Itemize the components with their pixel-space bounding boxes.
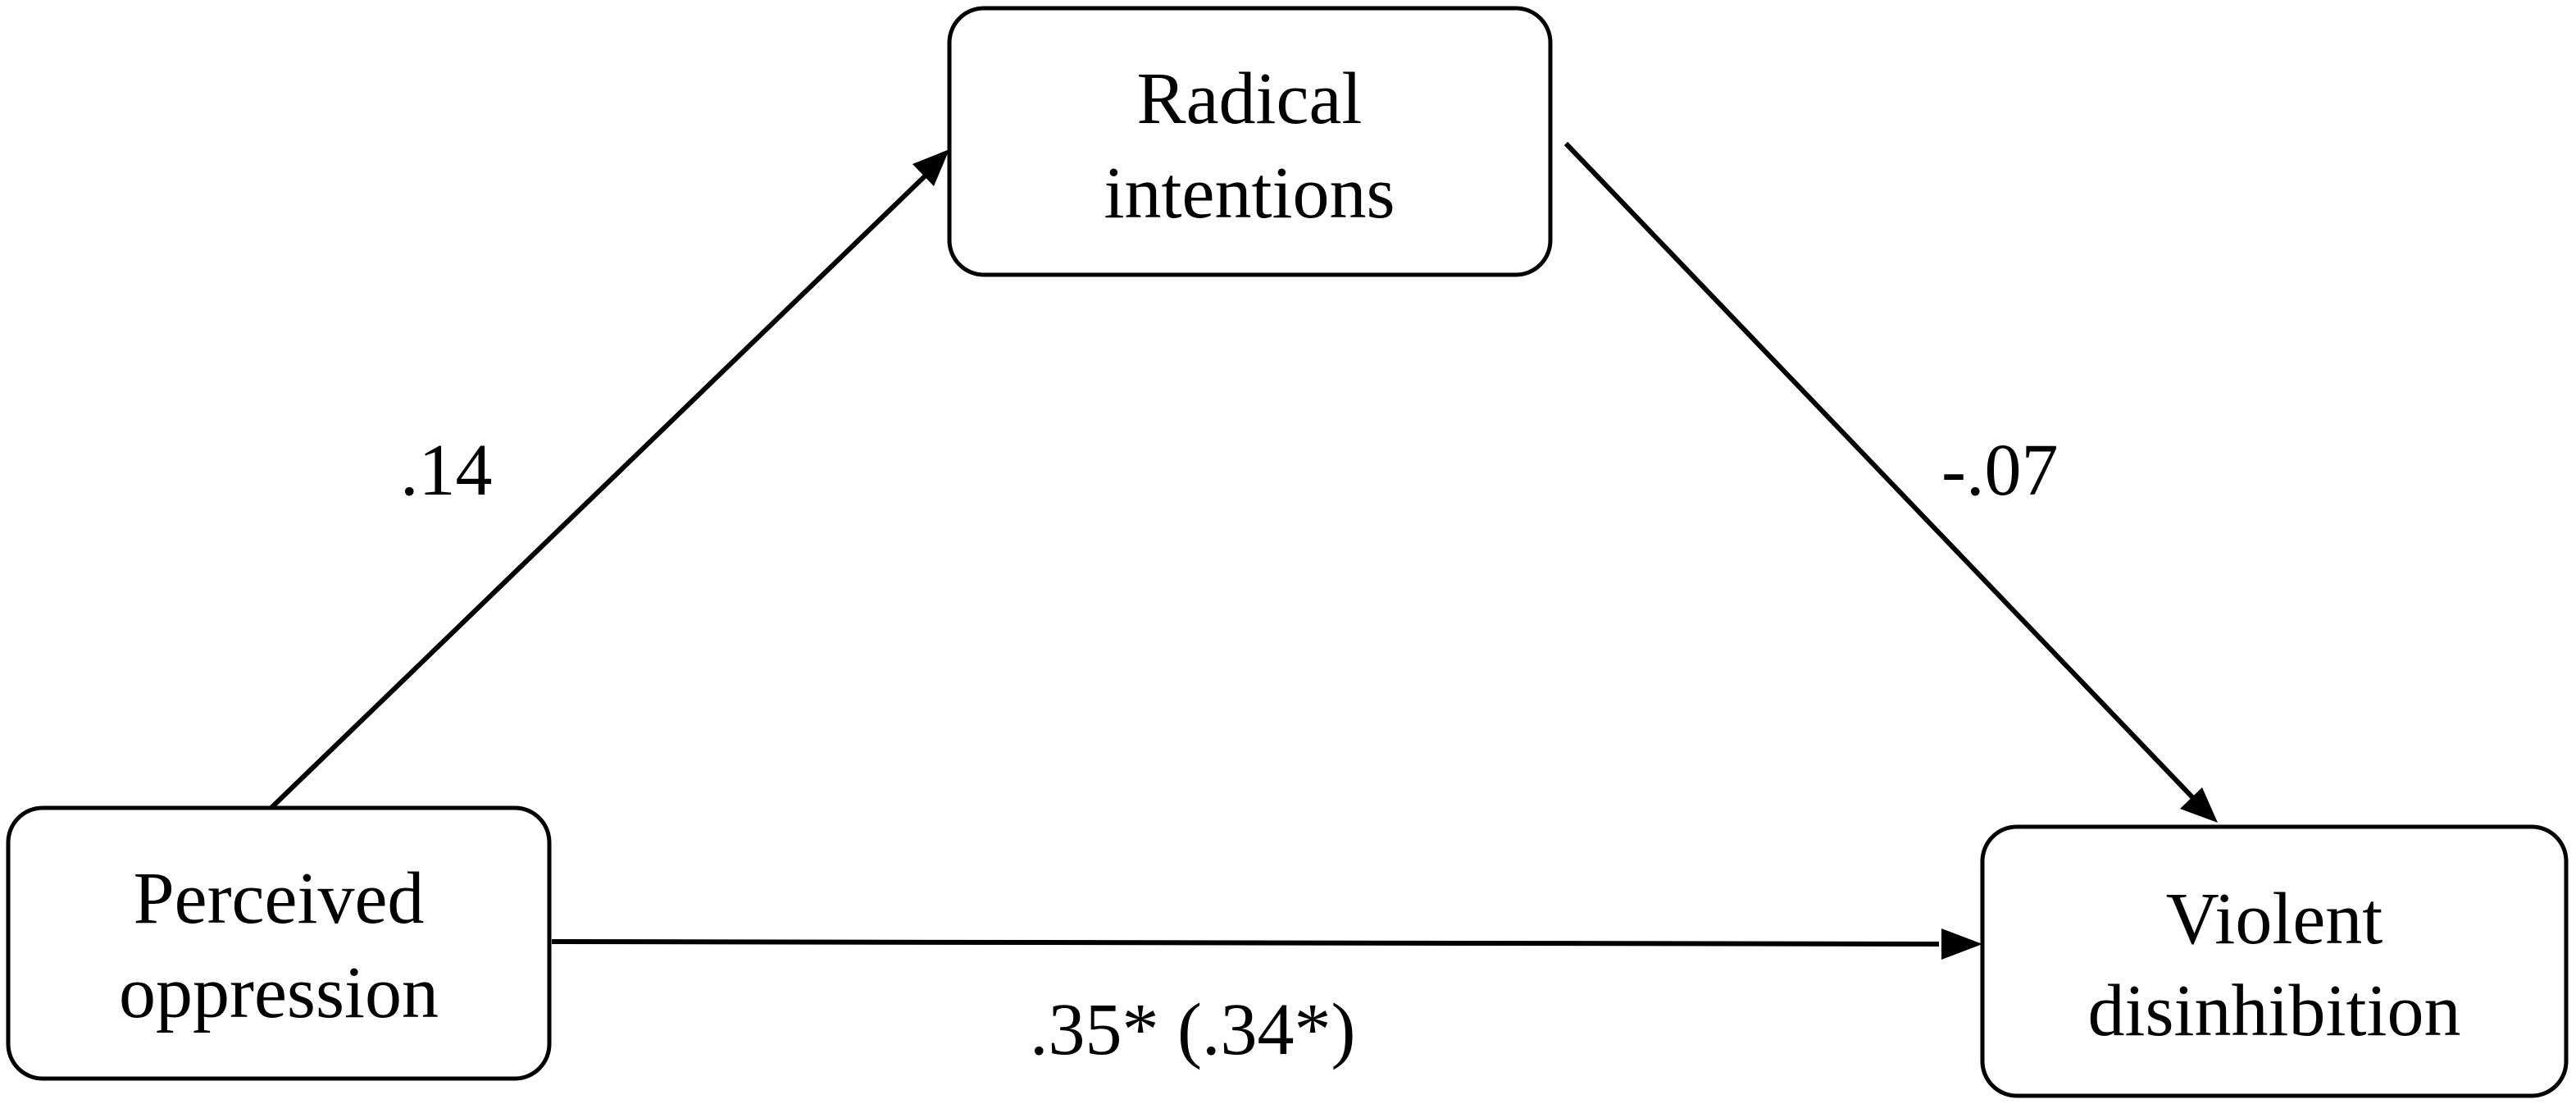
node-perceived-oppression-line2: oppression [119, 952, 439, 1033]
node-perceived-oppression: Perceived oppression [6, 805, 552, 1081]
node-violent-disinhibition: Violent disinhibition [1980, 824, 2569, 1098]
node-violent-disinhibition-line1: Violent [2166, 878, 2383, 960]
path-b-edge [1563, 141, 2218, 823]
node-perceived-oppression-line1: Perceived [134, 858, 425, 939]
node-violent-disinhibition-line2: disinhibition [2087, 970, 2460, 1052]
path-c-edge [551, 928, 1982, 960]
node-radical-intentions-line1: Radical [1137, 58, 1363, 139]
path-a-edge [252, 149, 949, 827]
path-c-coefficient: .35* (.34*) [1030, 989, 1355, 1070]
node-radical-intentions-line2: intentions [1104, 153, 1395, 234]
path-b-coefficient: -.07 [1941, 430, 2058, 511]
node-radical-intentions: Radical intentions [947, 6, 1553, 277]
path-a-coefficient: .14 [400, 430, 493, 511]
